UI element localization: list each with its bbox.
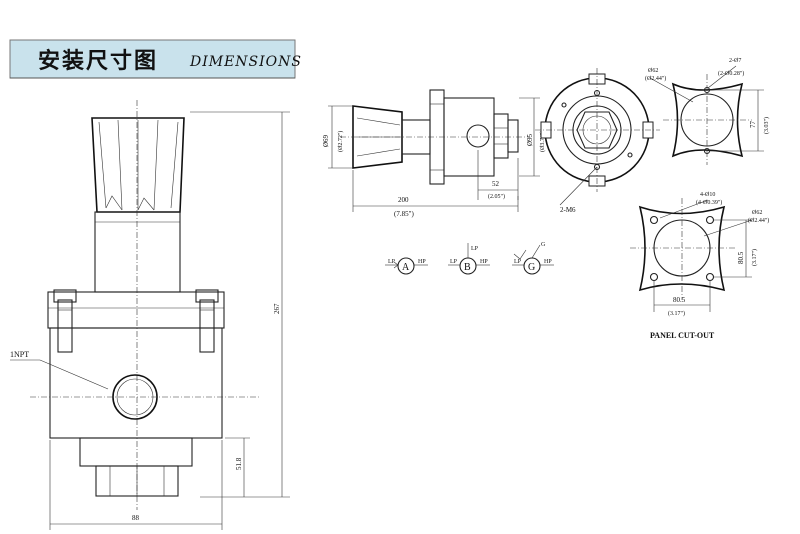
panel-cutout-label: PANEL CUT-OUT <box>650 331 715 340</box>
banner-title-cn: 安装尺寸图 <box>38 48 158 74</box>
panel-dim-holes: 4-Ø10 <box>700 192 715 198</box>
dim-length: 200 <box>398 196 409 204</box>
front-view: 1NPT 267 51.8 88 <box>10 100 290 530</box>
panel-cutout-outline <box>638 205 726 292</box>
flow-symbol-b-left: LP <box>450 259 458 265</box>
dim-body-dia-in: (Ø3.74") <box>539 131 546 152</box>
side-view: Ø69 (Ø2.72") Ø95 (Ø3.74") 52 (2.05") 200… <box>322 89 546 218</box>
dim-width: 88 <box>132 514 140 522</box>
top-dim-spacing-in: (3.03") <box>763 117 770 134</box>
front-bolt-left <box>57 299 73 353</box>
panel-dim-width-in: (3.17") <box>668 310 685 317</box>
front-bonnet <box>94 211 181 293</box>
top-dim-dia-in: (Ø2.44") <box>645 75 666 82</box>
panel-dim-height: 80.5 <box>737 251 745 264</box>
panel-dim-dia-in: (Ø2.44") <box>748 217 769 224</box>
panel-dim-width: 80.5 <box>673 296 686 304</box>
dim-height: 267 <box>273 303 281 314</box>
side-knob <box>352 105 403 169</box>
top-cutout: Ø62 (Ø2.44") 2-Ø7 (2-Ø0.28") 77 (3.03") <box>645 58 770 165</box>
title-banner: 安装尺寸图 DIMENSIONS <box>9 39 302 79</box>
dim-length-in: (7.85") <box>394 210 414 218</box>
front-bolt-right <box>199 299 215 353</box>
front-flange <box>47 291 225 329</box>
top-cutout-outline <box>671 82 744 158</box>
flow-symbol-g-right: HP <box>544 259 552 265</box>
flow-symbol-g-letter: G <box>528 262 535 273</box>
front-body <box>49 327 223 439</box>
panel-dim-dia: Ø62 <box>752 210 762 216</box>
dim-lower: 51.8 <box>235 457 243 470</box>
screw-label: 2-M6 <box>560 206 576 214</box>
top-dim-holes: 2-Ø7 <box>729 58 741 64</box>
top-dim-dia: Ø62 <box>648 68 658 74</box>
front-bottom-cap <box>79 437 193 467</box>
dim-offset-in: (2.05") <box>488 193 505 200</box>
flow-symbol-a: A LP HP <box>385 257 428 275</box>
flow-symbol-b-letter: B <box>464 262 471 273</box>
flow-symbol-b-up: LP <box>471 246 479 252</box>
flow-symbol-a-letter: A <box>402 262 410 273</box>
flow-symbol-g: G LP HP G <box>512 242 554 275</box>
flow-symbol-a-left: LP <box>388 259 396 265</box>
banner-title-en: DIMENSIONS <box>189 54 302 70</box>
port-label: 1NPT <box>10 350 29 359</box>
banner-background <box>10 40 295 78</box>
side-port <box>466 124 490 148</box>
dim-body-dia: Ø95 <box>526 133 534 146</box>
flow-symbol-b: B LP HP LP <box>448 243 490 275</box>
top-dim-spacing: 77 <box>749 121 757 129</box>
top-dim-holes-in: (2-Ø0.28") <box>718 70 744 77</box>
panel-dim-height-in: (3.17") <box>751 249 758 266</box>
panel-dim-holes-in: (4-Ø0.39") <box>696 199 722 206</box>
dim-offset: 52 <box>492 180 500 188</box>
flow-symbol-g-up: G <box>541 242 546 248</box>
dim-knob-dia-in: (Ø2.72") <box>337 131 344 152</box>
flow-symbol-b-right: HP <box>480 259 488 265</box>
panel-cutout: 4-Ø10 (4-Ø0.39") Ø62 (Ø2.44") 80.5 (3.17… <box>630 192 769 340</box>
flow-symbol-g-left: LP <box>514 259 522 265</box>
end-view: 2-M6 <box>535 68 660 214</box>
flow-symbol-a-right: HP <box>418 259 426 265</box>
dim-knob-dia: Ø69 <box>322 134 330 147</box>
